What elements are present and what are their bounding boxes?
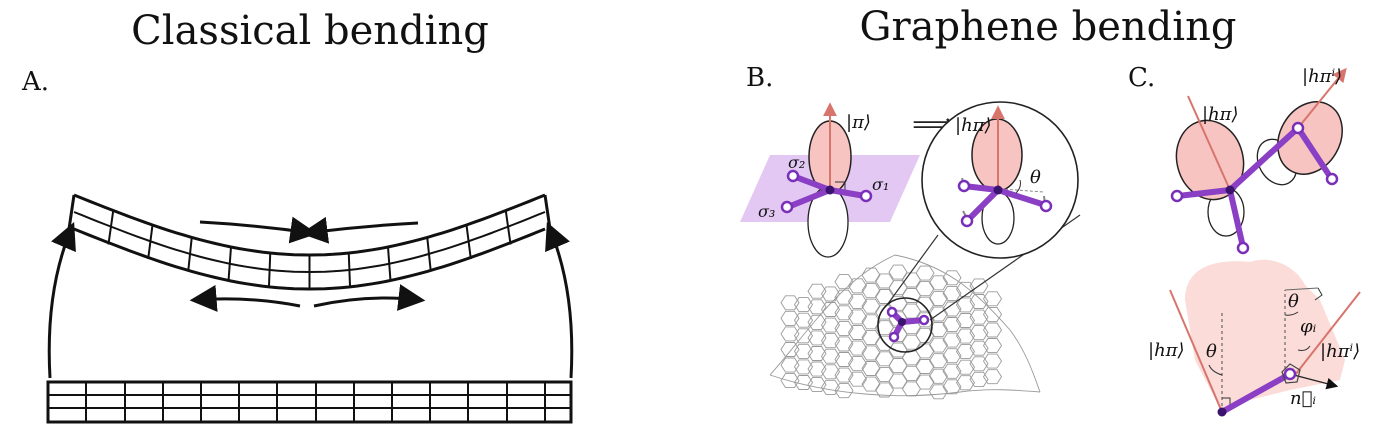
compression-arrow-left: [199, 216, 318, 244]
zoom-source-circle: [877, 297, 933, 353]
compression-arrow-right: [300, 216, 419, 244]
probability-cloud: [1185, 259, 1345, 412]
phi-i-label: φᵢ: [1300, 316, 1317, 337]
theta-label-c3: θ: [1288, 291, 1299, 312]
theta-label-c2: θ: [1206, 341, 1217, 362]
graphene-sheet: [769, 254, 1041, 400]
bent-beam: [67, 193, 552, 291]
theta-label-b: θ: [1030, 167, 1041, 188]
h-pi-i-ket-label-c2: |hπⁱ⟩: [1320, 341, 1360, 362]
h-pi-ket-label-c: |hπ⟩: [1202, 104, 1239, 125]
tension-arrow-left: [189, 284, 301, 312]
sheet-molecule: [886, 306, 930, 343]
right-bend-arrow: [545, 222, 574, 379]
magnified-hybrid-diagram: [921, 101, 1079, 259]
h-pi-vector: [1169, 289, 1223, 413]
sigma1-atom: [859, 189, 873, 203]
angle-geometry-diagram: [1169, 259, 1361, 417]
hybrid-pair-diagram: [1170, 67, 1347, 255]
pi-ket-label: |π⟩: [846, 112, 871, 133]
pi-orbital-diagram: [740, 102, 920, 258]
panel-label-a: A.: [21, 67, 49, 97]
c-h-pi-axis: [1187, 95, 1231, 191]
sigma1-label: σ₁: [872, 175, 889, 194]
sigma3-label: σ₃: [758, 202, 775, 221]
n-i-label: n⃗ᵢ: [1290, 388, 1316, 409]
h-pi-i-ket-label-c: |hπⁱ⟩: [1302, 66, 1342, 87]
sigma2-label: σ₂: [788, 153, 805, 172]
zoom-line-left: [886, 234, 939, 306]
panel-label-b: B.: [746, 63, 773, 93]
sigma2-atom: [786, 169, 800, 183]
tension-arrow-right: [313, 284, 426, 311]
classical-title: Classical bending: [131, 8, 489, 54]
h-pi-i-vector: [1294, 291, 1361, 376]
left-bend-arrow: [47, 222, 76, 379]
h-pi-ket-label-c2: |hπ⟩: [1148, 340, 1185, 361]
graphene-title: Graphene bending: [860, 4, 1237, 50]
carbon-atom: [825, 185, 835, 195]
sigma3-atom: [780, 200, 794, 214]
c-h-pi-i-lobe: [1277, 101, 1343, 175]
n-i-vector: [1289, 373, 1339, 390]
panel-label-c: C.: [1128, 63, 1155, 93]
c-h-pi-i-axis: [1297, 67, 1347, 129]
flat-beam: [46, 380, 573, 424]
h-pi-ket-label-b: |hπ⟩: [955, 115, 992, 136]
